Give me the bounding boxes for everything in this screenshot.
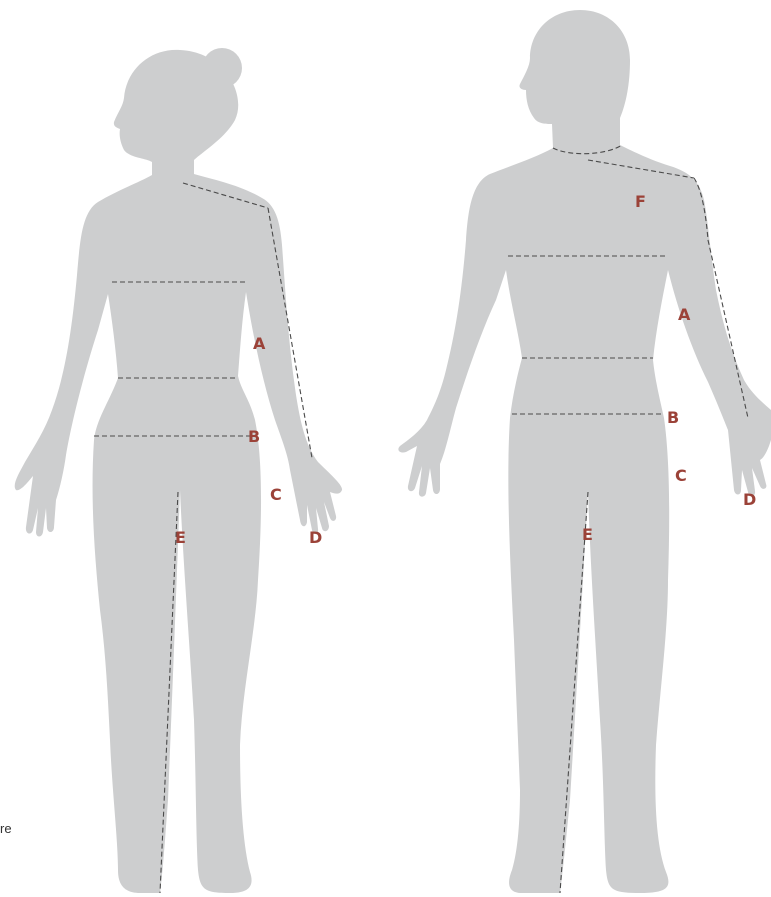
male-label-c: C <box>675 466 687 485</box>
male-label-a: A <box>678 305 691 324</box>
male-label-e: E <box>582 525 593 544</box>
female-label-e: E <box>175 528 186 547</box>
female-label-c: C <box>270 485 282 504</box>
male-label-b: B <box>667 408 679 427</box>
male-figure: F A B C D E <box>398 10 771 893</box>
female-label-a: A <box>253 334 266 353</box>
male-silhouette <box>398 10 771 893</box>
male-label-d: D <box>743 490 756 509</box>
cropped-text: re <box>0 821 12 836</box>
female-label-d: D <box>309 528 322 547</box>
male-label-f: F <box>635 192 646 211</box>
female-silhouette <box>15 50 342 893</box>
female-figure: A B C D E <box>15 48 342 893</box>
female-label-b: B <box>248 427 260 446</box>
